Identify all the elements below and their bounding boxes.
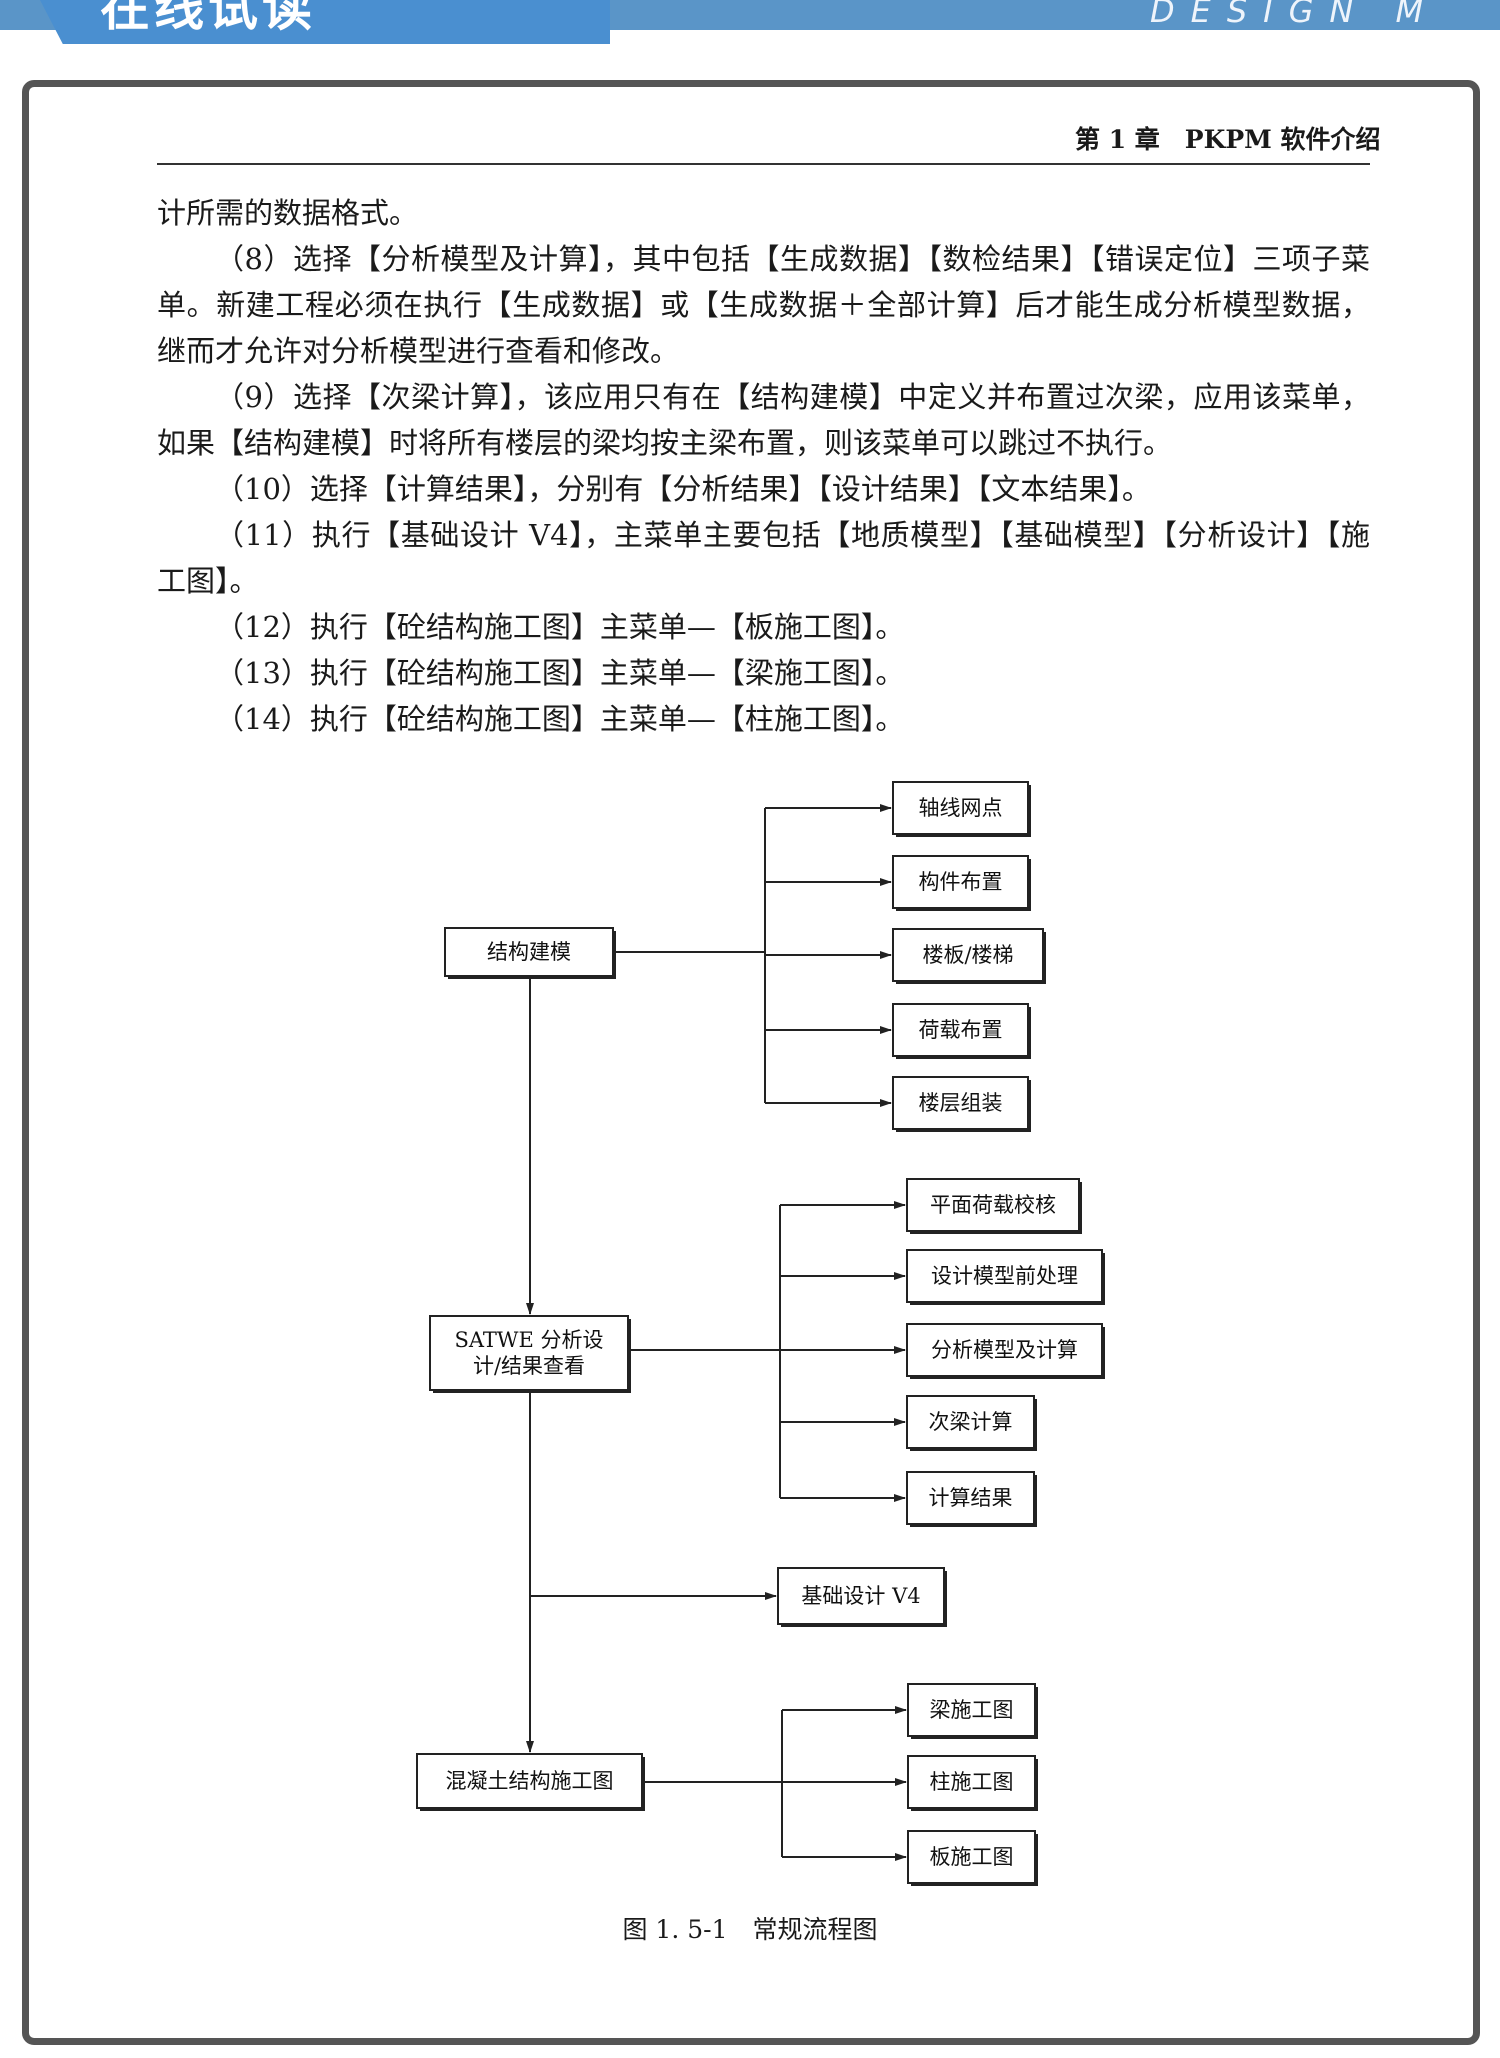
satwe-child-node-4-frame — [906, 1471, 1035, 1525]
concrete-child-node-1-frame — [907, 1755, 1036, 1809]
satwe-child-node-0-frame — [906, 1178, 1080, 1232]
main-node-concrete-label: 混凝土结构施工图 — [446, 1769, 614, 1793]
main-node-foundation: 基础设计 V4 — [777, 1567, 947, 1627]
modeling-child-node-0: 轴线网点 — [892, 781, 1031, 837]
satwe-child-node-2: 分析模型及计算 — [906, 1323, 1105, 1379]
paragraph-8: （8）选择【分析模型及计算】，其中包括【生成数据】【数检结果】【错误定位】三项子… — [157, 242, 1370, 368]
page-frame — [22, 80, 1480, 2045]
paragraph-10: （10）选择【计算结果】，分别有【分析结果】【设计结果】【文本结果】。 — [215, 472, 1151, 506]
satwe-child-node-1-frame — [906, 1249, 1103, 1303]
main-node-modeling-label: 结构建模 — [487, 940, 571, 964]
main-node-satwe-label: SATWE 分析设 — [455, 1328, 604, 1352]
modeling-child-node-4-frame — [892, 1076, 1029, 1130]
concrete-child-node-0-label: 梁施工图 — [930, 1698, 1014, 1722]
satwe-child-node-2-label: 分析模型及计算 — [931, 1338, 1078, 1362]
paragraph-11: （11）执行【基础设计 V4】，主菜单主要包括【地质模型】【基础模型】【分析设计… — [157, 518, 1370, 598]
concrete-child-node-2-label: 板施工图 — [930, 1845, 1014, 1869]
modeling-child-node-1-frame — [892, 855, 1029, 909]
banner-title: 在线试读 — [100, 0, 316, 37]
modeling-child-node-2: 楼板/楼梯 — [892, 928, 1046, 984]
main-node-satwe-label: 计/结果查看 — [473, 1354, 585, 1378]
main-node-foundation-label: 基础设计 V4 — [801, 1584, 920, 1608]
main-node-concrete-frame — [416, 1753, 643, 1809]
satwe-child-node-4: 计算结果 — [906, 1471, 1037, 1527]
modeling-child-node-3-label: 荷载布置 — [919, 1018, 1003, 1042]
figure-caption: 图 1. 5-1 常规流程图 — [622, 1915, 878, 1944]
header-rule — [157, 163, 1370, 165]
modeling-child-node-0-label: 轴线网点 — [919, 796, 1003, 820]
paragraph-14: （14）执行【砼结构施工图】主菜单—【柱施工图】。 — [215, 702, 905, 736]
modeling-child-node-4: 楼层组装 — [892, 1076, 1031, 1132]
satwe-child-node-0: 平面荷载校核 — [906, 1178, 1082, 1234]
main-node-modeling: 结构建模 — [444, 927, 616, 979]
paragraph-9: （9）选择【次梁计算】，该应用只有在【结构建模】中定义并布置过次梁，应用该菜单，… — [157, 380, 1370, 460]
concrete-child-node-1-label: 柱施工图 — [930, 1770, 1014, 1794]
paragraph-13: （13）执行【砼结构施工图】主菜单—【梁施工图】。 — [215, 656, 905, 690]
satwe-child-node-2-frame — [906, 1323, 1103, 1377]
satwe-child-node-3-label: 次梁计算 — [929, 1410, 1013, 1434]
modeling-child-node-3: 荷载布置 — [892, 1003, 1031, 1059]
main-node-satwe-frame — [429, 1315, 629, 1391]
concrete-child-node-1: 柱施工图 — [907, 1755, 1038, 1811]
satwe-child-node-1: 设计模型前处理 — [906, 1249, 1105, 1305]
modeling-child-node-1-label: 构件布置 — [919, 870, 1003, 894]
satwe-child-node-3: 次梁计算 — [906, 1395, 1037, 1451]
satwe-child-node-3-frame — [906, 1395, 1035, 1449]
concrete-child-node-2-frame — [907, 1830, 1036, 1884]
modeling-child-node-2-label: 楼板/楼梯 — [922, 943, 1013, 967]
main-node-modeling-frame — [444, 927, 614, 977]
running-header: 第 1 章 PKPM 软件介绍 — [1075, 125, 1381, 154]
modeling-child-node-1: 构件布置 — [892, 855, 1031, 911]
satwe-child-node-4-label: 计算结果 — [929, 1486, 1013, 1510]
banner-tab — [40, 0, 610, 44]
concrete-child-node-0-frame — [907, 1683, 1036, 1737]
body-text: 计所需的数据格式。 （8）选择【分析模型及计算】，其中包括【生成数据】【数检结果… — [157, 190, 1370, 742]
satwe-child-node-0-label: 平面荷载校核 — [930, 1193, 1056, 1217]
modeling-child-node-0-frame — [892, 781, 1029, 835]
modeling-child-node-2-frame — [892, 928, 1044, 982]
banner-subtitle: DESIGN M — [1150, 0, 1440, 30]
main-node-concrete: 混凝土结构施工图 — [416, 1753, 645, 1811]
paragraph-continuation: 计所需的数据格式。 — [157, 196, 419, 230]
concrete-child-node-0: 梁施工图 — [907, 1683, 1038, 1739]
concrete-child-node-2: 板施工图 — [907, 1830, 1038, 1886]
main-node-satwe: SATWE 分析设计/结果查看 — [429, 1315, 631, 1393]
modeling-child-node-3-frame — [892, 1003, 1029, 1057]
paragraph-12: （12）执行【砼结构施工图】主菜单—【板施工图】。 — [215, 610, 905, 644]
main-node-foundation-frame — [777, 1567, 945, 1625]
satwe-child-node-1-label: 设计模型前处理 — [931, 1264, 1078, 1288]
modeling-child-node-4-label: 楼层组装 — [919, 1091, 1003, 1115]
